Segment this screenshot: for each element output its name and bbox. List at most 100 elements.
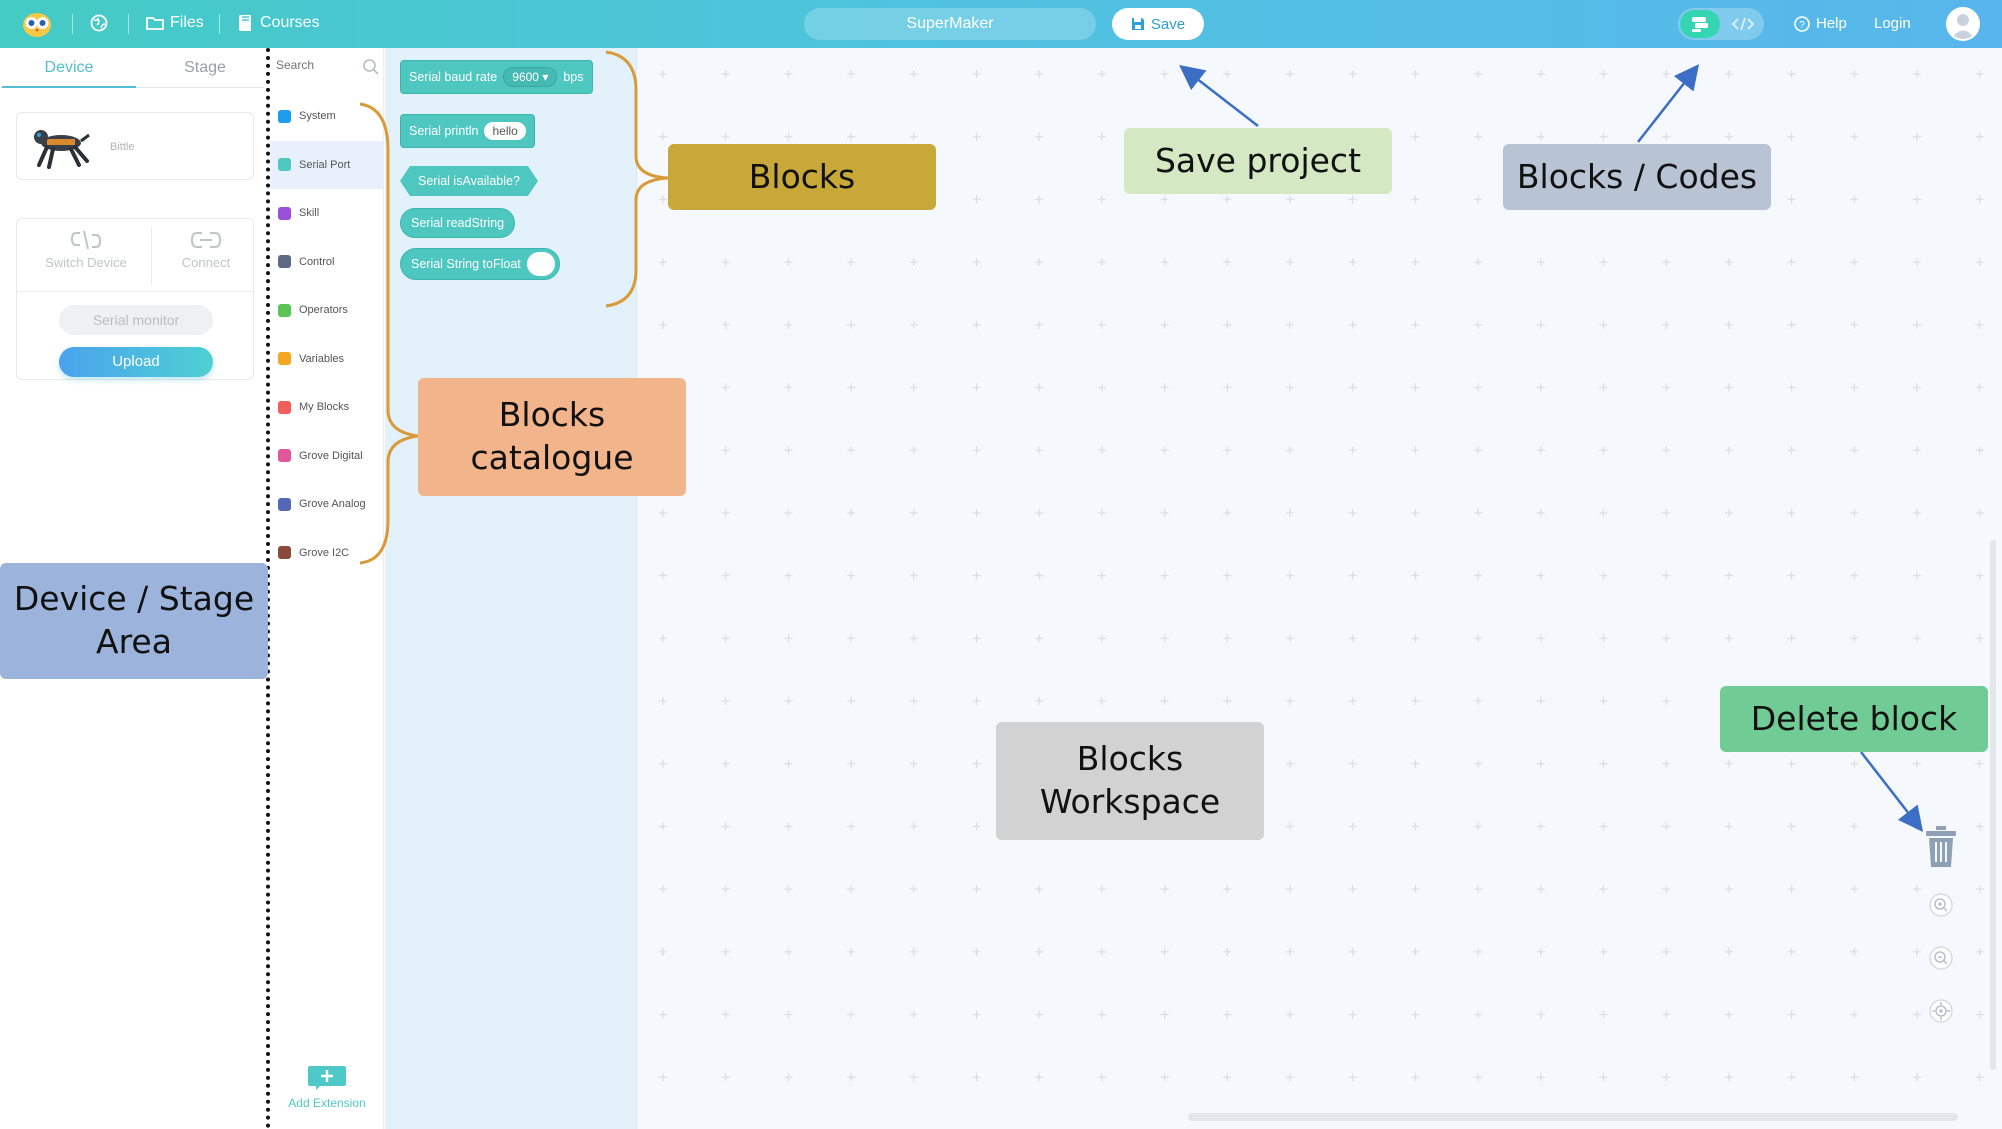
category-color-dot	[278, 546, 291, 560]
category-grove-analog[interactable]: Grove Analog	[270, 480, 384, 529]
category-grove-i2c[interactable]: Grove I2C	[270, 529, 384, 578]
login-button[interactable]: Login	[1874, 15, 1911, 32]
help-button[interactable]: ? Help	[1794, 15, 1847, 32]
category-color-dot	[278, 255, 291, 269]
catalogue-callout-line2: catalogue	[470, 438, 634, 477]
device-stage-callout-line2: Area	[96, 622, 172, 661]
help-label: Help	[1816, 15, 1847, 32]
workspace-callout-line1: Blocks	[1076, 739, 1184, 779]
divider	[151, 227, 152, 285]
switch-device-icon	[70, 230, 102, 250]
courses-menu[interactable]: Courses	[238, 14, 320, 32]
svg-text:?: ?	[1799, 20, 1805, 31]
book-icon	[239, 15, 251, 31]
tab-stage[interactable]: Stage	[184, 59, 226, 76]
add-extension-label: Add Extension	[288, 1096, 366, 1110]
category-operators[interactable]: Operators	[270, 286, 384, 335]
trash-button[interactable]	[1924, 826, 1958, 868]
category-serial-port[interactable]: Serial Port	[270, 140, 384, 189]
zoom-out-icon	[1929, 946, 1953, 970]
blocks-flyout: Serial baud rate 9600 ▾ bps Serial print…	[385, 48, 637, 1129]
connect-icon	[190, 232, 222, 248]
category-color-dot	[278, 449, 291, 463]
device-card[interactable]: Bittle	[16, 112, 254, 180]
connect-button[interactable]: Connect	[147, 229, 265, 285]
block-label: Serial String toFloat	[411, 257, 521, 271]
catalogue-callout-line1: Blocks	[498, 395, 606, 435]
blocks-callout: Blocks	[668, 144, 936, 210]
workspace-callout-line2: Workspace	[1039, 782, 1221, 821]
device-stage-callout-line1: Device / Stage	[13, 579, 255, 619]
serial-string-to-float-block[interactable]: Serial String toFloat	[400, 248, 560, 280]
blocks-workspace[interactable]	[637, 48, 2002, 1129]
category-label: Control	[299, 255, 335, 268]
save-icon	[1131, 18, 1144, 30]
robot-dog-image	[34, 130, 90, 169]
zoom-in-button[interactable]	[1928, 892, 1954, 918]
panel-divider-line	[266, 48, 270, 1129]
search-input[interactable]	[276, 58, 356, 72]
code-mode-button[interactable]	[1724, 10, 1762, 38]
zoom-out-button[interactable]	[1928, 945, 1954, 971]
divider	[17, 291, 255, 292]
courses-label: Courses	[260, 14, 320, 31]
divider	[128, 14, 129, 34]
category-grove-digital[interactable]: Grove Digital	[270, 432, 384, 481]
workspace-grid	[637, 48, 2002, 1129]
blocks-callout-text: Blocks	[748, 156, 856, 196]
tab-device[interactable]: Device	[2, 48, 136, 88]
category-my-blocks[interactable]: My Blocks	[270, 383, 384, 432]
files-label: Files	[170, 14, 204, 31]
category-label: Grove I2C	[299, 546, 350, 559]
category-label: Skill	[299, 207, 320, 220]
help-icon: ?	[1794, 15, 1810, 32]
top-bar: Files Courses SuperMaker Save ? Help Log…	[0, 0, 2002, 48]
language-button[interactable]	[90, 14, 108, 32]
divider	[219, 14, 220, 34]
serial-baud-rate-block[interactable]: Serial baud rate 9600 ▾ bps	[400, 60, 593, 94]
delete-block-callout-text: Delete block	[1750, 698, 1958, 738]
serial-monitor-button[interactable]: Serial monitor	[59, 305, 213, 335]
user-avatar[interactable]	[1946, 7, 1980, 41]
search-icon[interactable]	[362, 58, 380, 76]
blocks-mode-button[interactable]	[1680, 10, 1720, 38]
to-float-input[interactable]	[526, 252, 555, 276]
block-label: Serial baud rate	[409, 70, 498, 84]
block-label: Serial isAvailable?	[418, 174, 520, 188]
zoom-in-icon	[1929, 893, 1953, 917]
save-project-callout-text: Save project	[1154, 140, 1362, 180]
add-extension-button[interactable]: Add Extension	[270, 1064, 384, 1110]
vertical-scrollbar[interactable]	[1990, 540, 1996, 1070]
blocks-codes-callout: Blocks / Codes	[1503, 144, 1771, 210]
upload-button[interactable]: Upload	[59, 347, 213, 377]
blocks-codes-toggle[interactable]	[1678, 8, 1764, 40]
baud-rate-dropdown[interactable]: 9600 ▾	[503, 67, 558, 87]
owl-logo-icon[interactable]	[22, 10, 52, 38]
globe-icon	[90, 14, 108, 32]
category-color-dot	[278, 352, 291, 366]
category-skill[interactable]: Skill	[270, 189, 384, 238]
baud-rate-value: 9600	[512, 70, 539, 84]
recenter-button[interactable]	[1928, 998, 1954, 1024]
login-label: Login	[1874, 15, 1911, 32]
horizontal-scrollbar[interactable]	[1188, 1113, 1958, 1121]
switch-device-button[interactable]: Switch Device	[27, 229, 145, 285]
block-unit-label: bps	[563, 70, 584, 84]
save-button[interactable]: Save	[1112, 8, 1204, 40]
category-label: Serial Port	[299, 158, 351, 171]
category-color-dot	[278, 109, 291, 123]
workspace-callout: Blocks Workspace	[996, 722, 1264, 840]
category-variables[interactable]: Variables	[270, 335, 384, 384]
search-box	[276, 56, 380, 80]
serial-println-block[interactable]: Serial println hello	[400, 114, 535, 148]
serial-is-available-block[interactable]: Serial isAvailable?	[400, 166, 538, 196]
block-label: Serial println	[409, 124, 479, 138]
device-stage-callout: Device / Stage Area	[0, 563, 268, 679]
project-name-input[interactable]: SuperMaker	[804, 8, 1096, 40]
files-menu[interactable]: Files	[146, 14, 204, 32]
serial-read-string-block[interactable]: Serial readString	[400, 208, 516, 238]
category-control[interactable]: Control	[270, 238, 384, 287]
println-text-input[interactable]: hello	[484, 122, 526, 140]
category-system[interactable]: System	[270, 92, 384, 141]
